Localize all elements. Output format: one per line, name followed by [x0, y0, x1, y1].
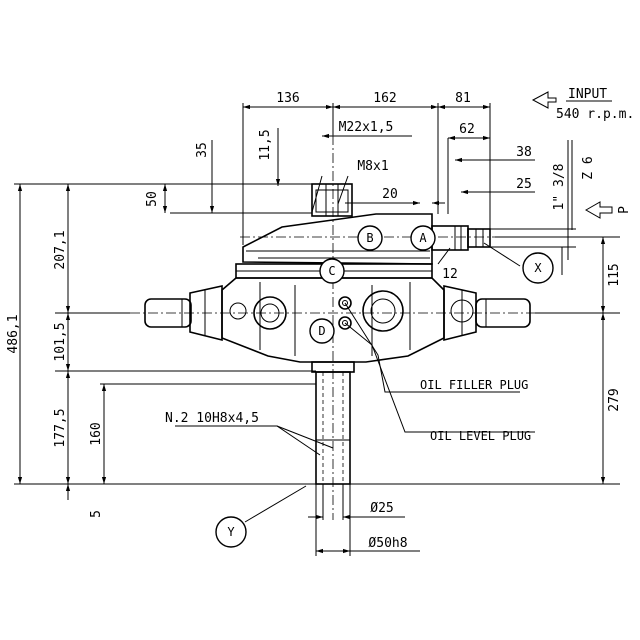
notes: OIL FILLER PLUG OIL LEVEL PLUG N.2 10H8x… [165, 378, 531, 443]
dim-dia-50h8: Ø50h8 [368, 536, 407, 551]
dim-38: 38 [516, 145, 532, 160]
dim-35: 35 [195, 142, 210, 158]
callout-y: Y [227, 525, 235, 539]
gearbox-outline [130, 135, 540, 520]
dim-177-5: 177,5 [53, 408, 68, 447]
dim-m8: M8x1 [357, 159, 388, 174]
input-annotation: INPUT 540 r.p.m. P [556, 87, 634, 214]
p-arrow-label: P [617, 206, 632, 214]
dim-160: 160 [89, 422, 104, 445]
note-oil-filler-plug: OIL FILLER PLUG [420, 378, 528, 392]
dim-162: 162 [373, 91, 396, 106]
dim-101-5: 101,5 [53, 322, 68, 361]
callouts: A B C D X Y [215, 225, 554, 548]
dim-115: 115 [607, 263, 622, 286]
dimension-labels: 136 162 81 M22x1,5 62 38 25 20 M8x1 11,5… [6, 91, 622, 551]
dim-z6: Z 6 [581, 156, 596, 179]
callout-b: B [366, 231, 373, 245]
dimension-lines [14, 91, 620, 556]
dim-136: 136 [276, 91, 299, 106]
dim-50: 50 [145, 191, 160, 207]
callout-c: C [328, 264, 335, 278]
note-oil-level-plug: OIL LEVEL PLUG [430, 429, 531, 443]
dim-81: 81 [455, 91, 471, 106]
dim-dia-25: Ø25 [370, 501, 393, 516]
input-rpm: 540 r.p.m. [556, 107, 634, 122]
dim-11-5: 11,5 [258, 129, 273, 160]
dim-279: 279 [607, 388, 622, 411]
dim-62: 62 [459, 122, 475, 137]
dim-12: 12 [442, 267, 458, 282]
dim-25: 25 [516, 177, 532, 192]
dim-1-3-8: 1" 3/8 [552, 164, 567, 211]
dim-m22: M22x1,5 [339, 120, 394, 135]
dim-5: 5 [89, 510, 104, 518]
input-label: INPUT [568, 87, 607, 102]
callout-x: X [534, 261, 542, 275]
dim-20: 20 [382, 187, 398, 202]
callout-d: D [318, 324, 325, 338]
callout-a: A [419, 231, 427, 245]
dim-486-1: 486,1 [6, 314, 21, 353]
note-spline: N.2 10H8x4,5 [165, 411, 259, 426]
dim-207-1: 207,1 [53, 230, 68, 269]
